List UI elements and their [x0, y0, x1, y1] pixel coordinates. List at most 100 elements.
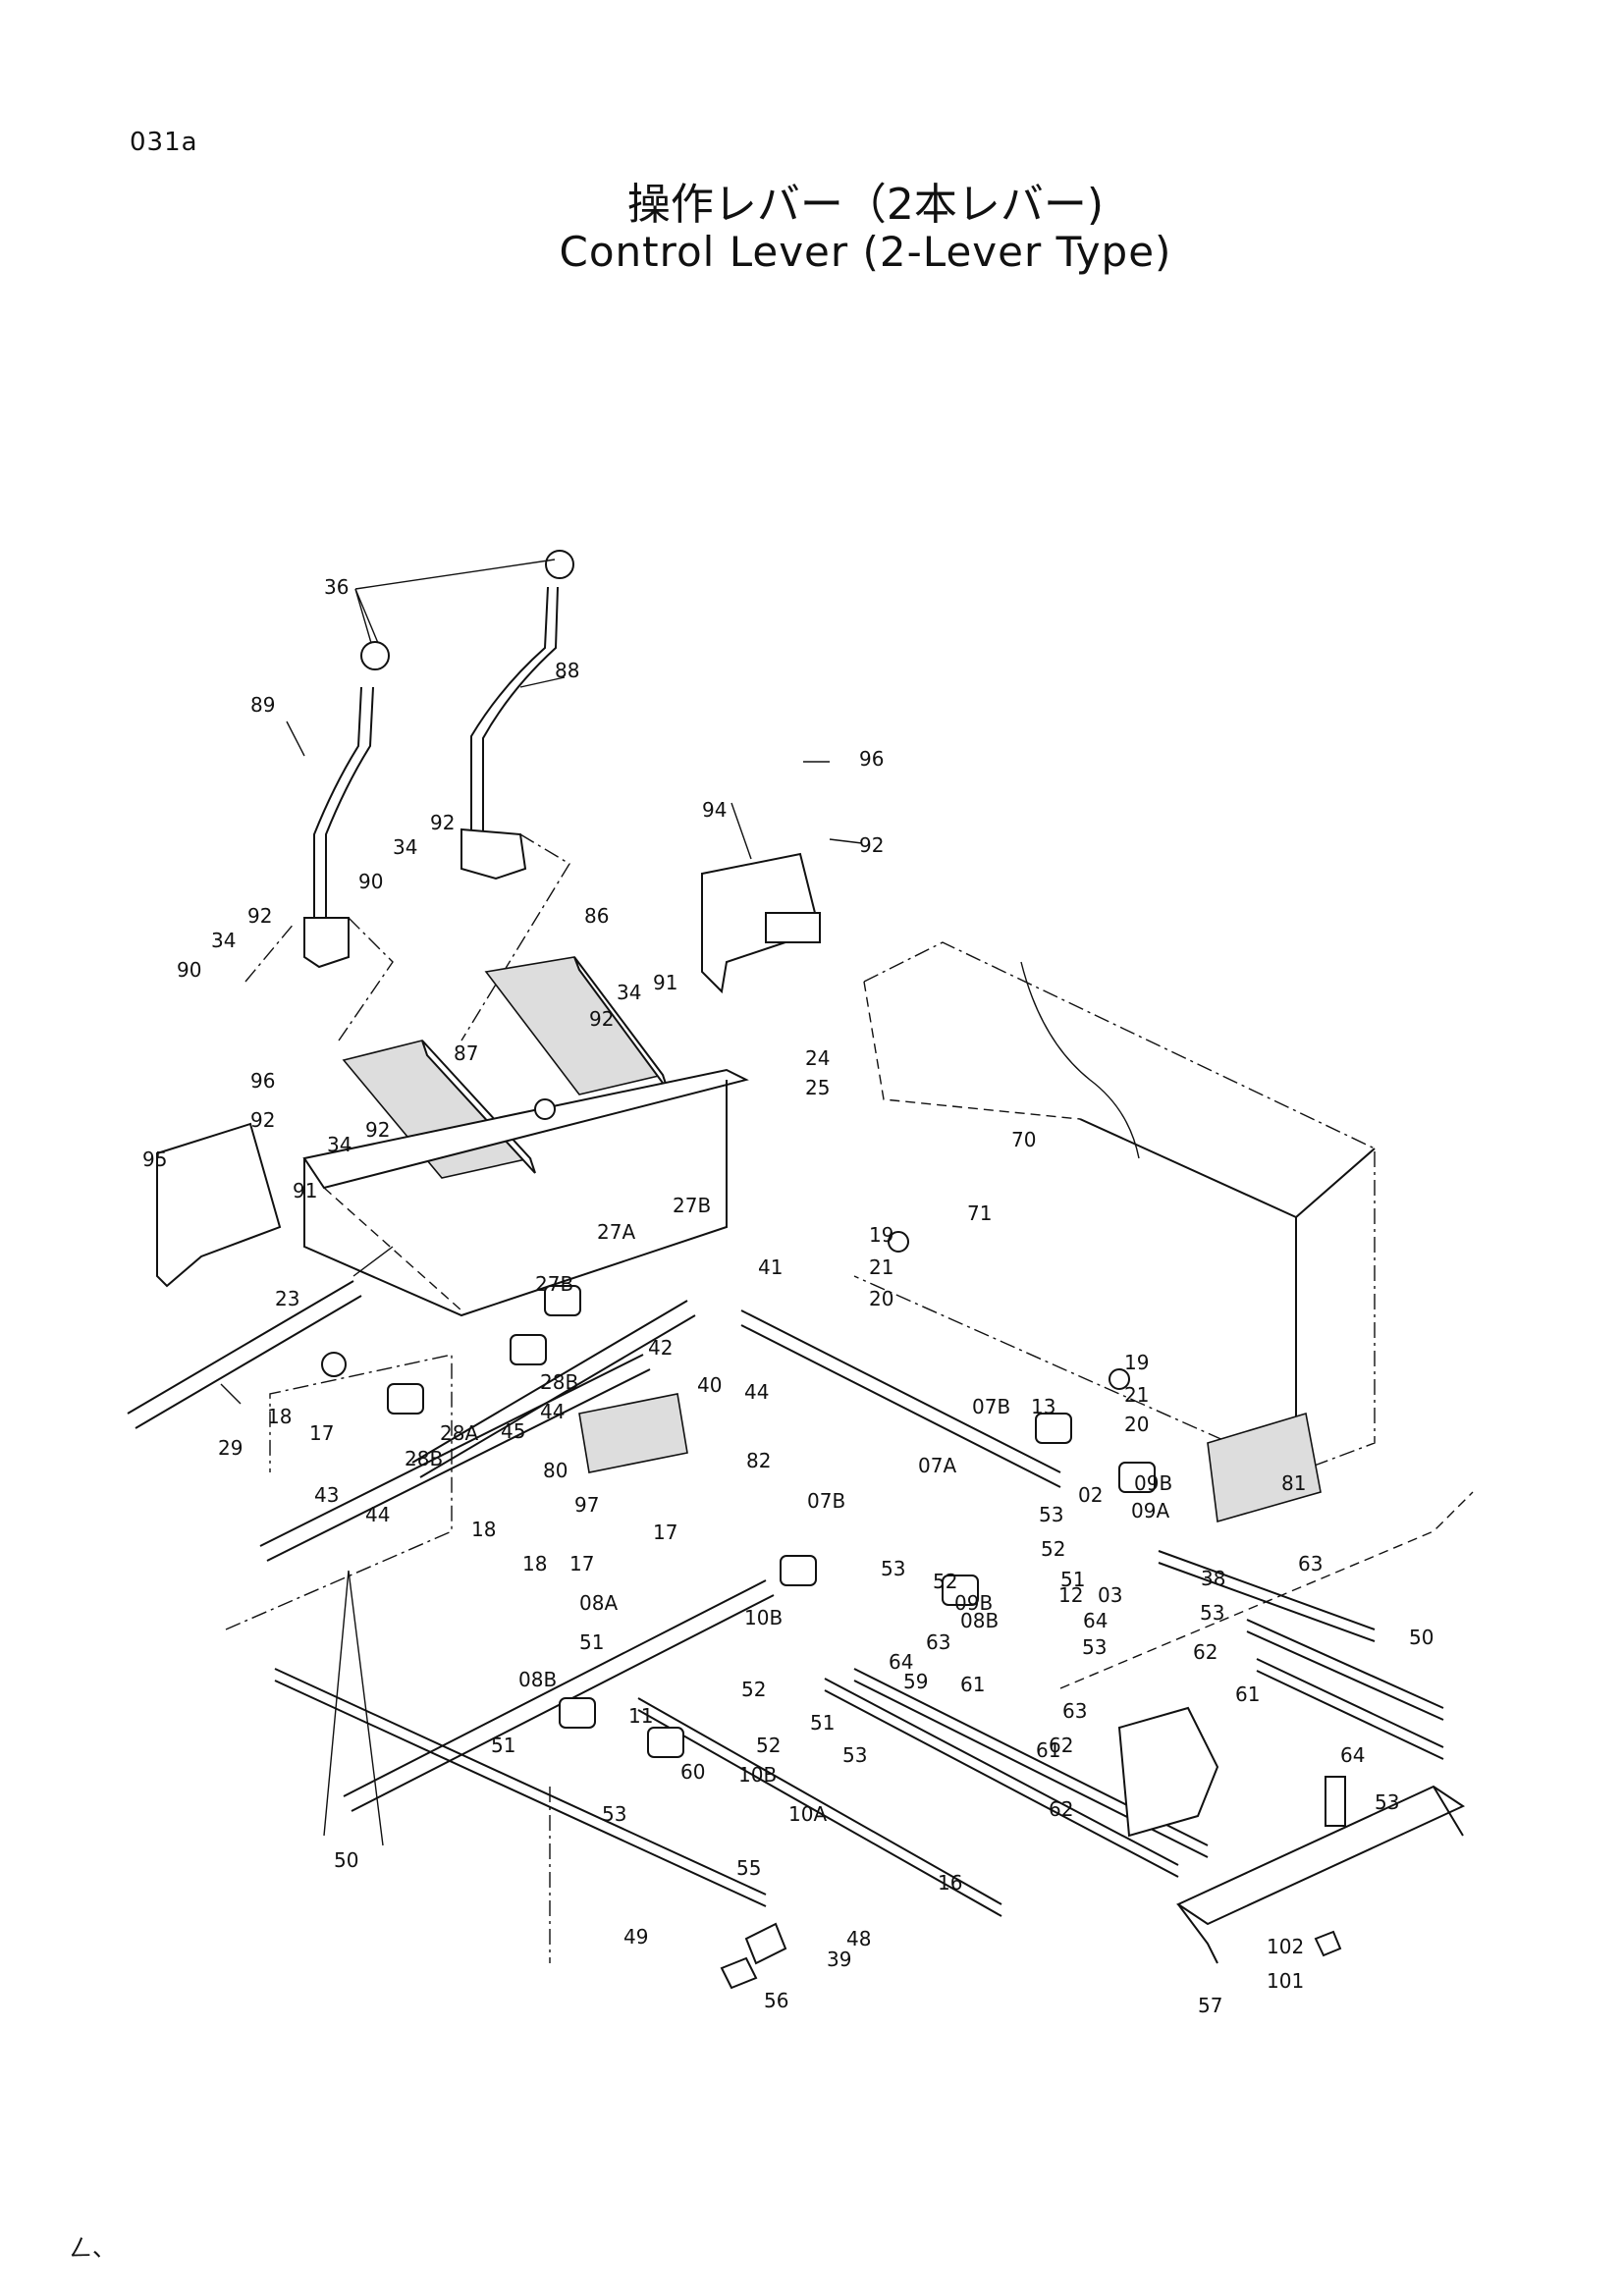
part-label: 29: [218, 1436, 243, 1460]
part-label: 90: [358, 870, 383, 893]
part-label: 21: [1124, 1383, 1149, 1407]
part-label: 52: [1041, 1537, 1065, 1561]
part-label: 09A: [1131, 1499, 1169, 1522]
part-label: 10B: [738, 1763, 777, 1787]
part-label: 41: [758, 1255, 783, 1279]
part-label: 18: [471, 1518, 496, 1541]
part-label: 63: [926, 1630, 950, 1654]
part-label: 92: [589, 1007, 614, 1031]
leader-lines: [220, 588, 863, 1405]
part-label: 52: [756, 1734, 781, 1757]
part-label: 62: [1193, 1640, 1217, 1664]
part-label: 50: [334, 1848, 358, 1872]
part-label: 20: [869, 1287, 893, 1310]
bracket-54: [1175, 1785, 1466, 1926]
part-label: 88: [555, 659, 579, 682]
part-label: 39: [827, 1948, 851, 1971]
part-label: 60: [680, 1760, 705, 1784]
part-label: 48: [846, 1927, 871, 1950]
part-label: 53: [1082, 1635, 1107, 1659]
part-label: 16: [938, 1871, 962, 1895]
part-label: 21: [869, 1255, 893, 1279]
title-japanese: 操作レバー（2本レバー): [626, 180, 1105, 230]
part-label: 27B: [673, 1194, 711, 1217]
part-label: 63: [1298, 1552, 1323, 1575]
small-parts: [321, 1098, 1156, 1758]
part-label: 25: [805, 1076, 830, 1099]
part-label: 07B: [807, 1489, 845, 1513]
part-label: 62: [1049, 1734, 1073, 1757]
part-label: 53: [842, 1743, 867, 1767]
part-label: 07A: [918, 1454, 956, 1477]
part-label: 03: [1098, 1583, 1122, 1607]
part-label: 51: [579, 1630, 604, 1654]
part-label: 70: [1011, 1128, 1036, 1151]
part-label: 53: [602, 1802, 626, 1826]
part-label: 17: [309, 1421, 334, 1445]
title-english: Control Lever (2-Lever Type): [559, 228, 1172, 276]
part-label: 44: [540, 1400, 565, 1423]
part-label: 08B: [960, 1609, 999, 1632]
part-label: 44: [365, 1503, 390, 1526]
part-label: 34: [327, 1133, 352, 1156]
part-label: 27B: [535, 1272, 573, 1296]
part-label: 59: [903, 1670, 928, 1693]
part-label: 34: [617, 981, 641, 1004]
part-label: 64: [889, 1650, 913, 1674]
part-label: 61: [1036, 1738, 1060, 1762]
part-label: 94: [702, 798, 727, 822]
part-label: 51: [1060, 1568, 1085, 1591]
part-label: 53: [1200, 1601, 1224, 1625]
part-label: 64: [1340, 1743, 1365, 1767]
part-label: 40: [697, 1373, 722, 1397]
part-label: 96: [250, 1069, 275, 1093]
part-label: 08B: [518, 1668, 557, 1691]
part-label: 91: [293, 1179, 317, 1202]
part-label: 52: [741, 1678, 766, 1701]
part-label: 81: [1281, 1471, 1306, 1495]
part-label: 61: [1235, 1682, 1260, 1706]
part-label: 08A: [579, 1591, 618, 1615]
part-label: 34: [211, 929, 236, 952]
part-label: 50: [1409, 1626, 1434, 1649]
bracket-95: [156, 1122, 282, 1288]
part-label: 19: [869, 1223, 893, 1247]
pedal-right: [484, 956, 669, 1095]
part-label: 51: [810, 1711, 835, 1735]
control-valve: [1117, 1706, 1219, 1838]
part-label: 89: [250, 693, 275, 717]
floor-mat-80: [578, 1393, 688, 1473]
part-label: 51: [491, 1734, 515, 1757]
part-label: 44: [744, 1380, 769, 1404]
part-label: 61: [960, 1673, 985, 1696]
bracket-94: [701, 852, 821, 994]
part-label: 11: [628, 1704, 653, 1728]
part-label: 96: [859, 747, 884, 771]
part-label: 80: [543, 1459, 568, 1482]
part-label: 28B: [405, 1447, 443, 1470]
part-label: 95: [142, 1148, 167, 1171]
part-label: 102: [1267, 1935, 1304, 1958]
part-label: 53: [881, 1557, 905, 1580]
part-label: 63: [1062, 1699, 1087, 1723]
part-label: 91: [653, 971, 677, 994]
part-label: 53: [1375, 1790, 1399, 1814]
part-label: 19: [1124, 1351, 1149, 1374]
part-label: 97: [574, 1493, 599, 1517]
part-label: 82: [746, 1449, 771, 1472]
part-label: 71: [967, 1201, 992, 1225]
part-label: 92: [247, 904, 272, 928]
part-label: 86: [584, 904, 609, 928]
part-label: 28A: [440, 1421, 478, 1445]
part-label: 52: [933, 1570, 957, 1593]
part-label: 87: [454, 1041, 478, 1065]
corner-mark: ㄥ、: [69, 2234, 116, 2262]
part-label: 17: [653, 1521, 677, 1544]
part-label: 17: [569, 1552, 594, 1575]
part-label: 18: [522, 1552, 547, 1575]
part-label: 38: [1201, 1567, 1225, 1590]
page-id: 031a: [130, 128, 198, 157]
part-label: 57: [1198, 1994, 1222, 2017]
part-label: 09B: [954, 1591, 993, 1615]
